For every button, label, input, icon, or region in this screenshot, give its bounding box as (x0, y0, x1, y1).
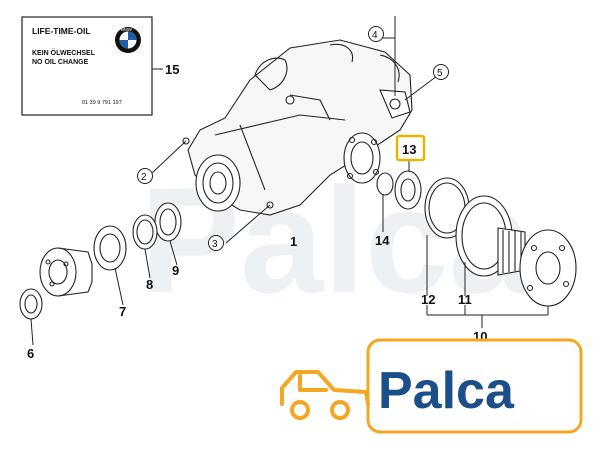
seal-part-7-cup (93, 225, 127, 271)
callout-13-highlight (395, 134, 426, 162)
differential-housing (182, 39, 413, 216)
callout-3: 3 (212, 239, 218, 250)
callout-13: 13 (402, 142, 416, 157)
callout-7: 7 (119, 304, 126, 319)
seal-part-9 (154, 202, 182, 242)
callout-4: 4 (372, 30, 378, 41)
seal-part-13 (394, 170, 422, 210)
callout-2: 2 (141, 172, 147, 183)
car-icon (280, 370, 370, 420)
callout-11: 11 (458, 292, 472, 307)
flange-part-7 (39, 247, 93, 297)
callout-8: 8 (146, 277, 153, 292)
output-flange-part-10 (497, 227, 577, 307)
callout-5-circle (433, 64, 449, 80)
oring-part-14 (376, 172, 394, 196)
bmw-logo-icon: BMW (115, 27, 141, 53)
callout-1: 1 (290, 234, 297, 249)
bmw-logo-text: BMW (121, 27, 133, 32)
leader-lines (30, 16, 549, 346)
callout-6: 6 (27, 346, 34, 361)
washer-part-6 (19, 288, 43, 320)
callout-2-circle (137, 168, 153, 184)
callout-5: 5 (437, 68, 443, 79)
ring-part-8 (132, 214, 158, 250)
sticker-part-number: 01 39 9 791 197 (82, 100, 122, 106)
callout-12: 12 (421, 292, 435, 307)
sticker-line-1: LIFE-TIME-OIL (32, 26, 91, 36)
callout-3-circle (208, 235, 224, 251)
callout-9: 9 (172, 263, 179, 278)
palca-logo-text: Palca (378, 362, 515, 420)
callout-4-circle (368, 26, 384, 42)
sticker-line-2: KEIN ÖLWECHSEL (32, 48, 96, 57)
callout-14: 14 (375, 233, 390, 248)
oil-label-sticker: LIFE-TIME-OIL KEIN ÖLWECHSEL NO OIL CHAN… (21, 16, 153, 116)
callout-15: 15 (165, 62, 179, 77)
palca-logo: Palca (280, 338, 583, 434)
sticker-line-3: NO OIL CHANGE (32, 59, 89, 66)
